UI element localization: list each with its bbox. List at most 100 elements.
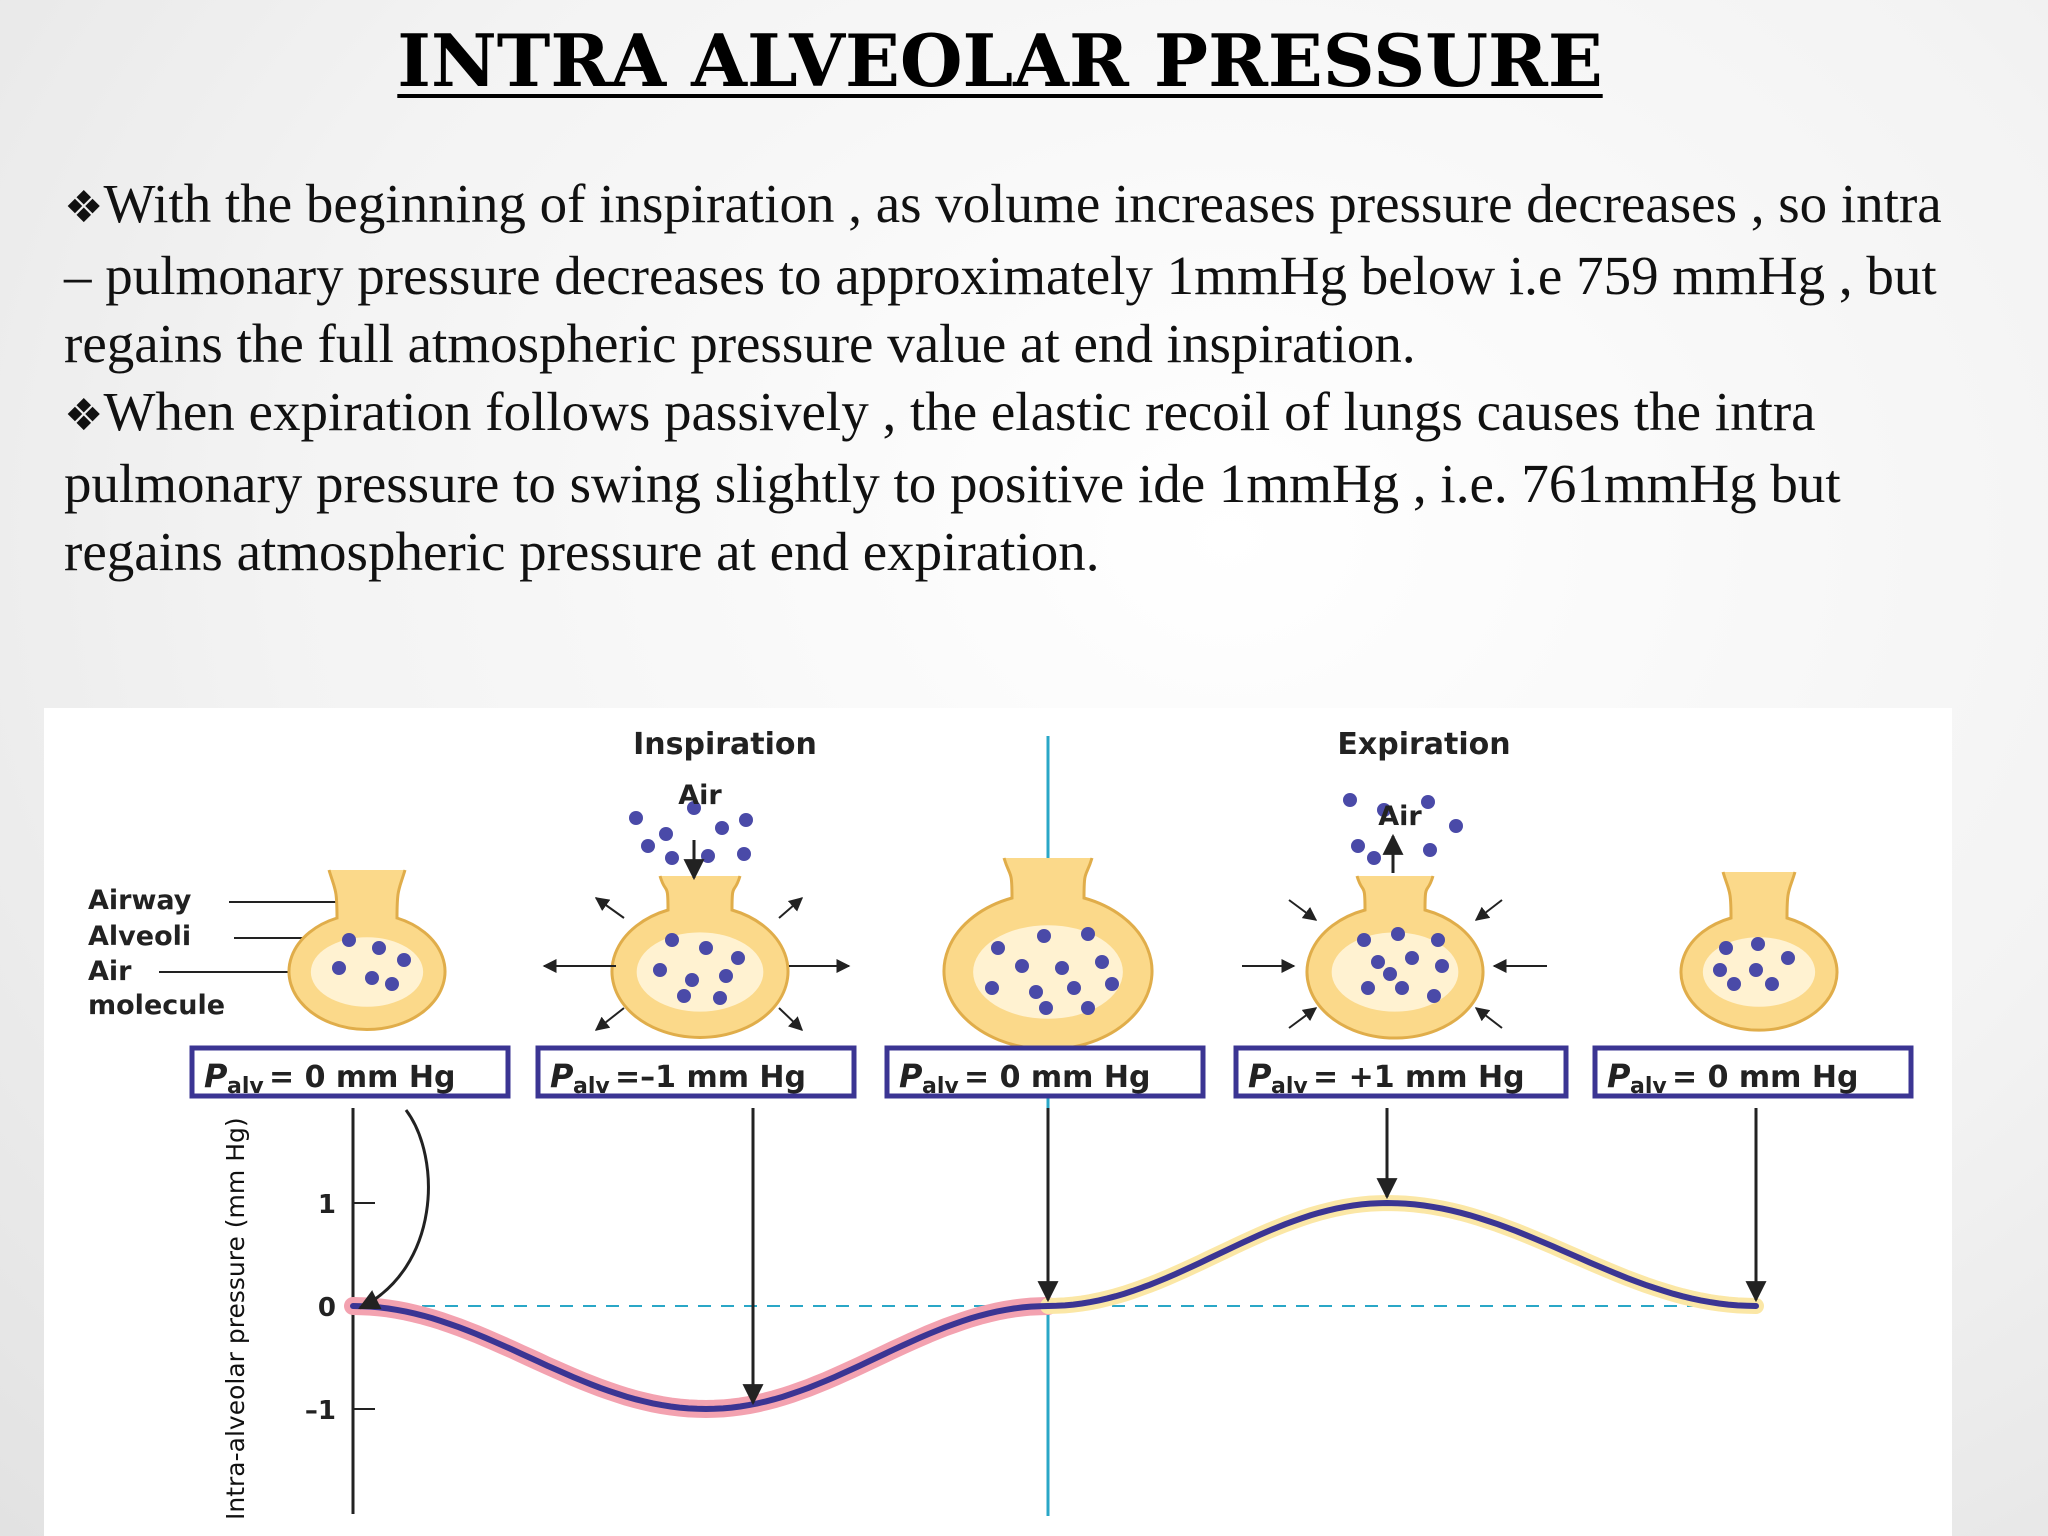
air-molecule	[1765, 977, 1779, 991]
y-axis-ticks: 1 0 –1	[305, 1190, 375, 1426]
stage-p-2: P	[550, 1057, 574, 1095]
air-molecule	[985, 981, 999, 995]
compression-arrows	[1242, 899, 1547, 1029]
air-molecule	[1357, 933, 1371, 947]
y-tick-label: 1	[318, 1190, 336, 1220]
air-molecule	[1095, 955, 1109, 969]
air-molecule	[991, 941, 1005, 955]
expansion-arrows	[542, 897, 851, 1031]
air-molecule	[665, 933, 679, 947]
air-molecule	[1781, 951, 1795, 965]
alveolus-2	[610, 875, 790, 1039]
air-molecule	[731, 951, 745, 965]
air-molecule	[1361, 981, 1375, 995]
inspiration-glow	[344, 1297, 1057, 1419]
air-in-label: Air	[678, 780, 722, 811]
inspiration-label: Inspiration	[633, 727, 817, 762]
air-molecule	[1067, 981, 1081, 995]
stage-p-3: P	[899, 1057, 923, 1095]
air-molecule	[715, 821, 729, 835]
y-tick-label: 0	[318, 1293, 336, 1323]
air-molecule	[1713, 963, 1727, 977]
stage-box-3: P alv = 0 mm Hg	[884, 1045, 1206, 1099]
air-molecule	[1383, 967, 1397, 981]
air-molecule	[1343, 793, 1357, 807]
air-molecule	[1751, 937, 1765, 951]
bullet-text-1: With the beginning of inspiration , as v…	[64, 173, 1942, 374]
stage-sub-2: alv	[573, 1074, 610, 1099]
stage-value-4: = +1 mm Hg	[1313, 1060, 1525, 1095]
pressure-diagram: Inspiration Expiration Airway Alveoli Ai…	[44, 708, 1952, 1536]
air-molecule	[1039, 1001, 1053, 1015]
pressure-curve	[344, 1194, 1764, 1419]
body-text: ❖ With the beginning of inspiration , as …	[64, 170, 1964, 586]
air-molecule	[685, 973, 699, 987]
air-molecule	[713, 991, 727, 1005]
air-molecule	[1391, 927, 1405, 941]
air-molecule	[1435, 959, 1449, 973]
air-molecule	[1405, 951, 1419, 965]
stage-value-3: = 0 mm Hg	[964, 1060, 1150, 1095]
stage-p-1: P	[204, 1057, 228, 1095]
air-molecule	[1015, 959, 1029, 973]
air-molecule	[699, 941, 713, 955]
air-molecule	[1377, 803, 1391, 817]
legend-molecule: molecule	[88, 990, 225, 1021]
air-molecule	[1427, 989, 1441, 1003]
pointer-arrows	[742, 1108, 1767, 1406]
y-axis-label: Intra-alveolar pressure (mm Hg)	[221, 1117, 250, 1520]
stage-p-5: P	[1607, 1057, 1631, 1095]
stage-sub-5: alv	[1630, 1074, 1667, 1099]
bullet-paragraph-2: ❖When expiration follows passively , the…	[64, 378, 1964, 586]
alveolus-5	[1679, 871, 1839, 1032]
air-molecule	[1423, 843, 1437, 857]
stage-sub-3: alv	[922, 1074, 959, 1099]
air-molecule	[1395, 981, 1409, 995]
air-molecule	[1055, 961, 1069, 975]
air-molecule	[397, 953, 411, 967]
alveolus-3	[942, 857, 1154, 1051]
air-molecule	[659, 827, 673, 841]
air-molecule	[1081, 927, 1095, 941]
expiration-label: Expiration	[1337, 727, 1510, 762]
air-molecule	[1749, 963, 1763, 977]
y-tick-label: –1	[305, 1396, 336, 1426]
air-molecule	[1371, 955, 1385, 969]
legend-air: Air	[88, 956, 132, 987]
alveolus-highlight	[310, 937, 424, 1007]
alveolus-1	[287, 869, 447, 1031]
stage-sub-4: alv	[1271, 1074, 1308, 1099]
air-molecule	[1719, 941, 1733, 955]
alveolus-4	[1305, 875, 1485, 1040]
air-molecule	[385, 977, 399, 991]
legend-airway: Airway	[88, 885, 192, 916]
air-molecule	[1081, 1001, 1095, 1015]
air-molecule	[653, 963, 667, 977]
expiration-glow	[1040, 1194, 1764, 1314]
air-molecule	[1037, 929, 1051, 943]
air-molecule	[1421, 795, 1435, 809]
alveolus-highlight	[973, 925, 1123, 1019]
air-molecule	[332, 961, 346, 975]
air-molecule	[1727, 977, 1741, 991]
stage-p-4: P	[1248, 1057, 1272, 1095]
stage-value-5: = 0 mm Hg	[1672, 1060, 1858, 1095]
air-molecule	[665, 851, 679, 865]
alveoli-layer	[287, 793, 1839, 1051]
air-molecule	[342, 933, 356, 947]
air-molecule	[1105, 977, 1119, 991]
air-molecule	[737, 847, 751, 861]
diagram-svg: Inspiration Expiration Airway Alveoli Ai…	[88, 727, 1914, 1520]
air-molecule	[1351, 839, 1365, 853]
air-molecule	[1431, 933, 1445, 947]
air-out-label: Air	[1378, 801, 1422, 832]
stage-box-5: P alv = 0 mm Hg	[1592, 1045, 1914, 1099]
air-molecule	[719, 969, 733, 983]
bullet-text-2: When expiration follows passively , the …	[64, 381, 1841, 582]
air-molecule	[1449, 819, 1463, 833]
alveolus-highlight	[636, 932, 764, 1012]
air-molecule	[677, 989, 691, 1003]
stage-boxes: P alv = 0 mm Hg P alv =–1 mm Hg P alv = …	[189, 1045, 1914, 1099]
slide-title: INTRA ALVEOLAR PRESSURE	[397, 18, 1603, 103]
four-diamond-bullet-icon: ❖	[64, 390, 104, 441]
